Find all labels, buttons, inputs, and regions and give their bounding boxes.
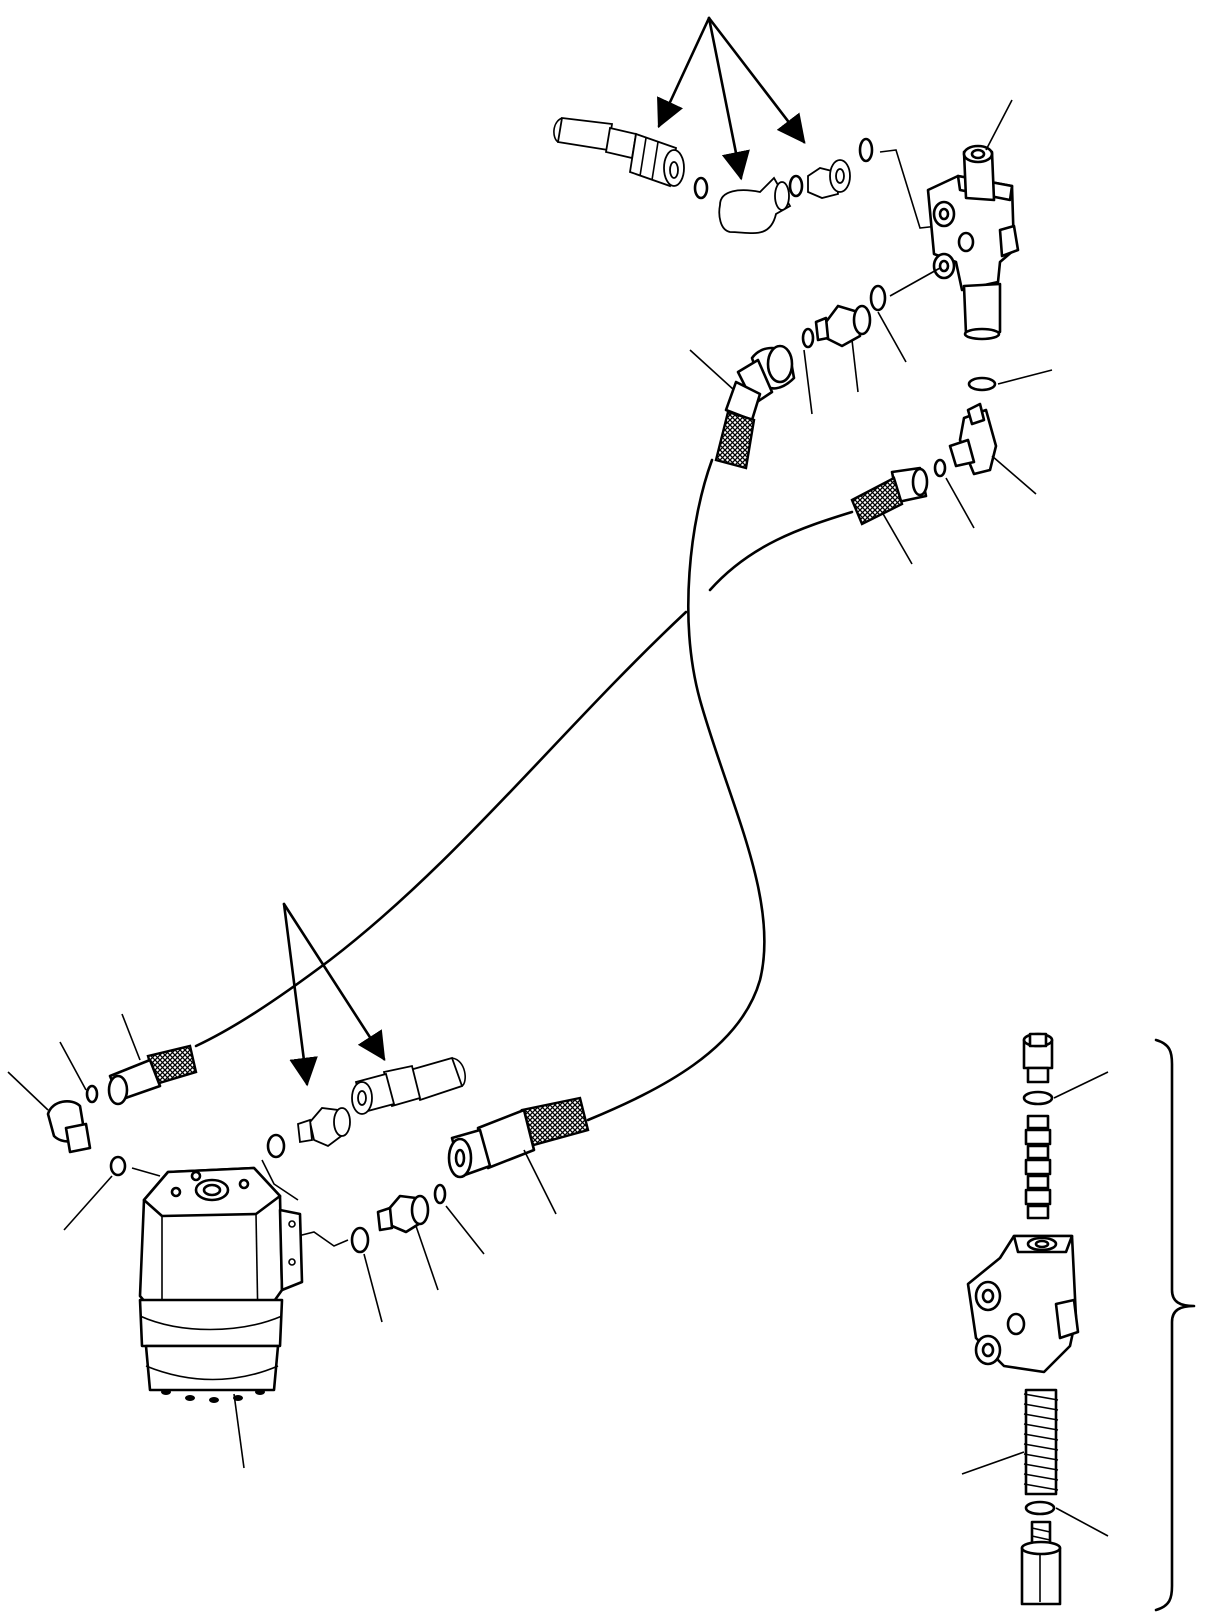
lower-left-fittings: [7, 1013, 198, 1231]
valve-block-top: [926, 99, 1020, 341]
top-alternate-fittings: [553, 117, 939, 235]
lower-alternate-fittings: [261, 1056, 466, 1201]
relief-spring: [1023, 1388, 1059, 1496]
upper-hose-fittings: [689, 267, 941, 470]
lower-callout-arrows: [282, 902, 386, 1087]
hoses: [194, 458, 854, 1122]
lower-hose-fittings: [297, 1096, 590, 1323]
steering-unit: [138, 1166, 304, 1469]
right-elbow-fittings: [850, 369, 1053, 565]
relief-valve-exploded: [961, 1032, 1196, 1612]
top-callout-arrows: [657, 16, 806, 181]
